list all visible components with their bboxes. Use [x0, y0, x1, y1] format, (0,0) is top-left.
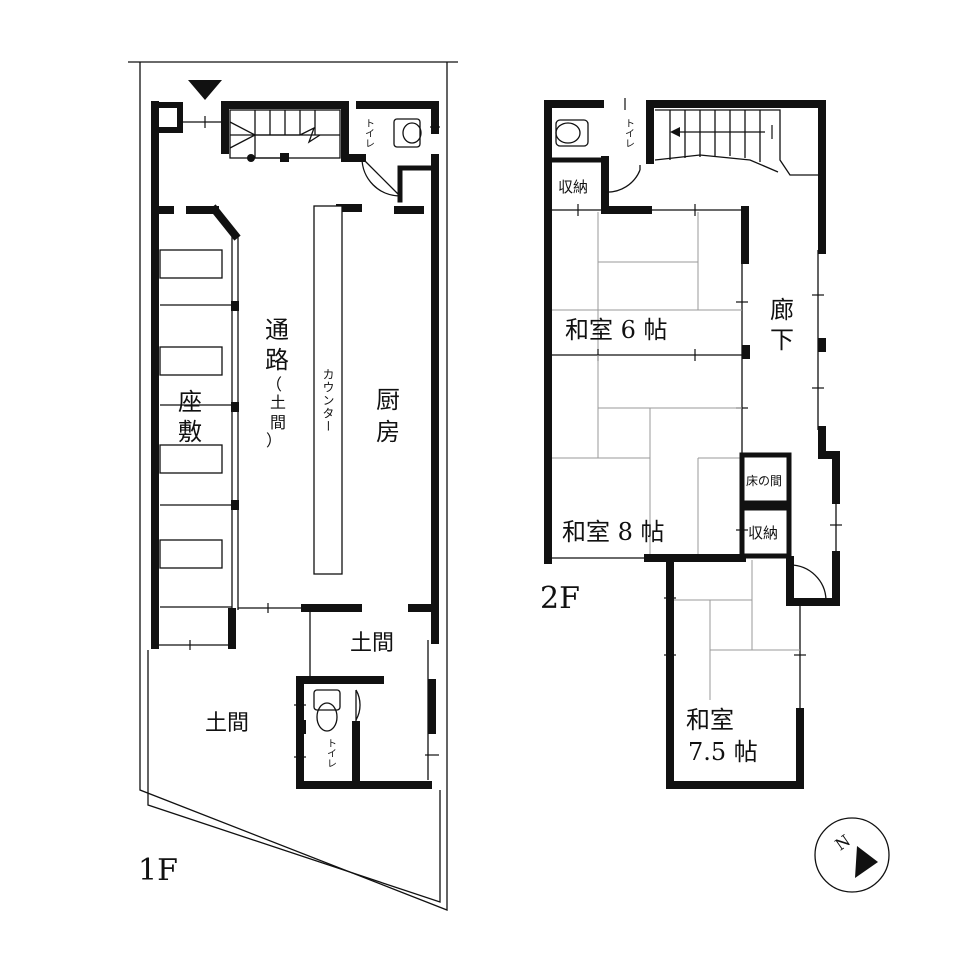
floor-2f-plan: トイレ 収納 和室 6 帖 廊 下 和室 8 帖 床の間 収納 和室 7.5 帖… — [540, 98, 842, 789]
toilet-1f-bottom — [294, 676, 432, 789]
label-toilet-2f: トイレ — [623, 118, 635, 148]
label-doma-paren-1: 土 — [270, 393, 286, 412]
label-zashiki-1: 座 — [178, 388, 202, 416]
label-kitchen-1: 厨 — [376, 386, 400, 414]
compass: N — [814, 817, 890, 893]
label-corridor-2: 下 — [770, 326, 794, 354]
tatami-8jo — [552, 355, 742, 555]
entrance-marker-icon — [188, 80, 222, 100]
label-counter: カウンター — [321, 368, 335, 433]
label-tsuro-2: 路 — [265, 346, 289, 374]
label-doma-small: 土間 — [350, 631, 394, 656]
label-storage-top: 収納 — [558, 178, 588, 196]
toilet-1f-top — [361, 118, 438, 203]
toilet-2f — [545, 119, 641, 214]
label-tokonoma: 床の間 — [746, 474, 782, 488]
counter-box — [313, 205, 343, 575]
floor-1f-plan: 座 敷 通 路 （ 土 間 ） カウンター 厨 房 土間 土間 トイレ トイレ … — [128, 61, 458, 911]
floor-label-2f: 2F — [540, 581, 580, 616]
label-washitsu-7-5-line1: 和室 — [686, 706, 734, 734]
floor-label-1f: 1F — [138, 853, 178, 888]
staircase-1f — [229, 109, 341, 162]
label-doma-paren-2: 間 — [270, 413, 286, 432]
label-washitsu-7-5-line2: 7.5 帖 — [688, 738, 758, 766]
label-tsuro-1: 通 — [265, 316, 289, 344]
label-doma-paren-close: ） — [266, 431, 282, 450]
zashiki-area — [151, 204, 241, 650]
label-washitsu-8: 和室 8 帖 — [562, 518, 665, 546]
tatami-7-5jo — [674, 560, 800, 700]
label-doma-large: 土間 — [205, 711, 249, 736]
label-storage-bottom: 収納 — [748, 524, 778, 542]
label-kitchen-2: 房 — [376, 418, 400, 446]
north-arrow-icon — [855, 846, 878, 878]
label-toilet-1f-top: トイレ — [363, 118, 375, 148]
label-corridor-1: 廊 — [770, 296, 794, 324]
label-doma-paren-open: （ — [266, 375, 282, 394]
staircase-2f — [654, 109, 820, 176]
label-washitsu-6: 和室 6 帖 — [565, 316, 668, 344]
tatami-6jo — [552, 212, 742, 355]
label-toilet-1f-bottom: トイレ — [325, 738, 337, 768]
label-zashiki-2: 敷 — [178, 418, 202, 446]
